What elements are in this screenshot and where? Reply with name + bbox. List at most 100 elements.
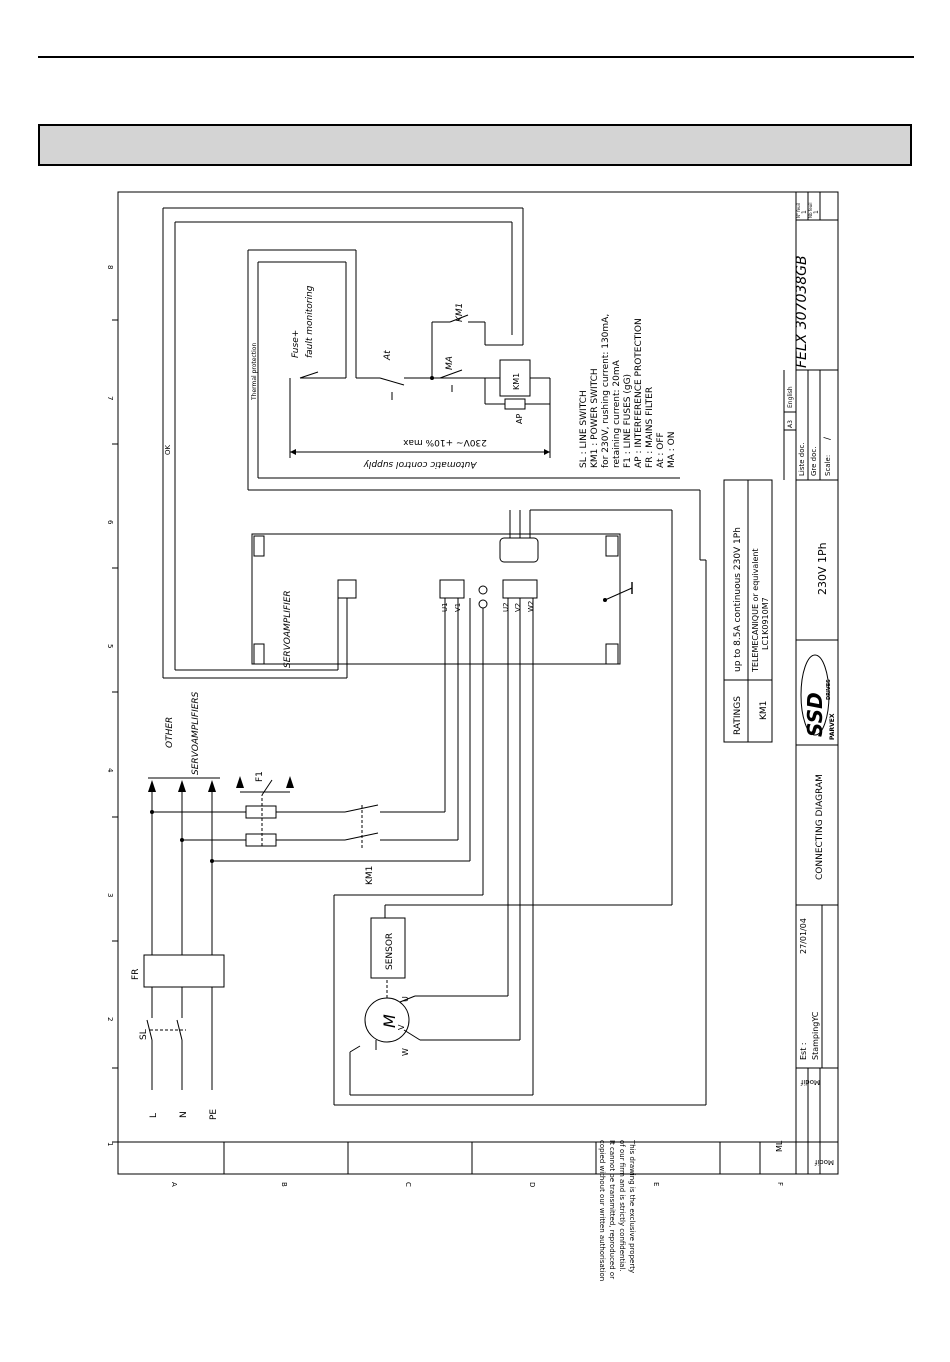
folio-total-value: 1 [813, 210, 820, 214]
legend-line-9: MA : ON [667, 432, 677, 469]
line-l-label: L [149, 1113, 159, 1118]
col-5: 5 [106, 644, 114, 648]
sl-label: SL [139, 1029, 149, 1040]
km1-contact-label: KM1 [365, 866, 375, 885]
supply-voltage: 230V~ +10% max [402, 437, 486, 447]
column-numbers: 1 2 3 4 5 6 7 8 [106, 265, 118, 1146]
logo-drives: DRIVES [826, 679, 832, 700]
legend-line-4: retaining current: 20mA [612, 359, 622, 468]
format: A3 [787, 420, 794, 428]
section-title-bar [38, 124, 912, 166]
ma-label: MA [445, 356, 455, 370]
legend-line-8: At : OFF [656, 432, 666, 468]
legend-line-5: F1 : LINE FUSES (gG) [623, 374, 633, 468]
ap-component [504, 398, 526, 410]
legend-line-2: KM1 : POWER SWITCH [590, 368, 600, 468]
sensor-label: SENSOR [385, 933, 395, 970]
ratings-table: RATINGS up to 8.5A continuous 230V 1Ph K… [723, 479, 773, 743]
legend-line-6: AP : INTERFERENCE PROTECTION [634, 318, 644, 468]
fuse-f1-n [245, 833, 277, 847]
col-6: 6 [106, 520, 114, 525]
confidential-line-1: This drawing is the exclusive property [628, 1139, 636, 1273]
col-7: 7 [106, 396, 114, 400]
connector-u1-v1 [439, 579, 465, 599]
f1-label: F1 [255, 771, 265, 782]
motor-v: V [397, 1024, 406, 1030]
folio-value: 1 [801, 210, 808, 214]
legend-line-3: for 230V, rushing current: 130mA, [601, 314, 611, 468]
confidential-notice: copied without our written authorisation… [598, 1139, 636, 1281]
modif-label-1: Modif [814, 1158, 834, 1166]
est-label: Est : [799, 1042, 808, 1060]
col-1: 1 [106, 1142, 114, 1146]
connector-u2-v2-w2 [502, 579, 538, 599]
scale-label: Scale: [824, 455, 832, 476]
mains-filter [143, 954, 225, 988]
terminal-u1: U1 [441, 602, 449, 612]
top-rule [38, 56, 914, 58]
est-date: 27/01/04 [799, 918, 808, 954]
sheet-frame [117, 191, 839, 1175]
legend-line-7: FR : MAINS FILTER [645, 387, 655, 468]
terminal-w2: W2 [527, 601, 535, 612]
fuse-monitoring-line-1: Fuse+ [291, 330, 301, 358]
km1-aux-label: KM1 [455, 303, 465, 322]
confidential-line-2: of our firm and is strictly confidential… [618, 1140, 626, 1272]
col-3: 3 [106, 893, 114, 897]
col-8: 8 [106, 265, 114, 269]
terminal-u2: U2 [502, 602, 510, 612]
line-n-label: N [179, 1111, 189, 1118]
servoamplifier-label: SERVOAMPLIFIER [283, 590, 293, 668]
ratings-value: up to 8.5A continuous 230V 1Ph [733, 527, 743, 672]
terminal-v1: V1 [454, 603, 462, 612]
supply-label: Automatic control supply [363, 459, 478, 469]
legend-line-1: SL : LINE SWITCH [579, 390, 589, 468]
logo-parvex: PARVEX [829, 713, 836, 740]
row-f: F [776, 1182, 784, 1186]
motor-label: M [380, 1014, 399, 1028]
sensor [370, 917, 406, 979]
col-2: 2 [106, 1017, 114, 1021]
row-e: E [652, 1182, 660, 1186]
logo-ssd: SSD [803, 692, 827, 737]
col-4: 4 [106, 768, 114, 773]
legend: SL : LINE SWITCH KM1 : POWER SWITCH for … [579, 314, 677, 468]
other-servo-line-2: SERVOAMPLIFIERS [191, 691, 201, 775]
ratings-km1-value-1: TELEMECANIQUE or equivalent [751, 548, 760, 673]
config-label: 230V 1Ph [816, 542, 829, 595]
km1-coil-label: KM1 [512, 373, 521, 390]
diagram-title: CONNECTING DIAGRAM [815, 774, 825, 880]
row-b: B [280, 1182, 288, 1187]
fuses-and-contactor: F1 KM1 [152, 598, 471, 885]
language: English [787, 386, 794, 408]
row-letters: A B C D E F [170, 1142, 784, 1187]
liste-doc: Liste doc. [798, 442, 806, 476]
fuse-monitoring-line-2: fault monitoring [305, 285, 315, 358]
mains-input: L N PE SL FR OTHER SERVOAMPLIFIERS [131, 691, 225, 1120]
other-servo-line-1: OTHER [165, 717, 175, 748]
motor-u: U [401, 996, 410, 1002]
ratings-km1-label: KM1 [759, 701, 769, 720]
motor-w: W [401, 1048, 410, 1056]
line-pe-label: PE [209, 1109, 219, 1120]
connector-thermal [337, 579, 357, 599]
confidential-line-3: It cannot be transmitted, reproduced or [608, 1140, 616, 1279]
terminal-v2: V2 [514, 603, 522, 612]
ratings-header: RATINGS [733, 696, 743, 735]
drawing-number: FELX 307038GB [794, 255, 810, 368]
gre-doc: Gre doc. [810, 447, 818, 476]
scale-value: / [823, 436, 833, 440]
folio-header: N° feuil [796, 203, 801, 218]
row-c: C [404, 1182, 412, 1187]
est-name: StampingYC [811, 1011, 820, 1060]
motor-and-sensor: M U V W SENSOR [333, 509, 707, 1106]
at-label: At [383, 350, 393, 361]
row-a: A [170, 1182, 178, 1187]
ap-label: AP [515, 414, 524, 424]
ssd-drives-logo: SSD DRIVES PARVEX [800, 654, 836, 740]
ratings-km1-value-2: LC1K0910M7 [761, 597, 770, 650]
row-d: D [528, 1182, 536, 1187]
folio-total-header: Nb feuil [808, 203, 813, 218]
title-block: Modif Modif Est : 27/01/04 StampingYC CO… [759, 192, 838, 1174]
